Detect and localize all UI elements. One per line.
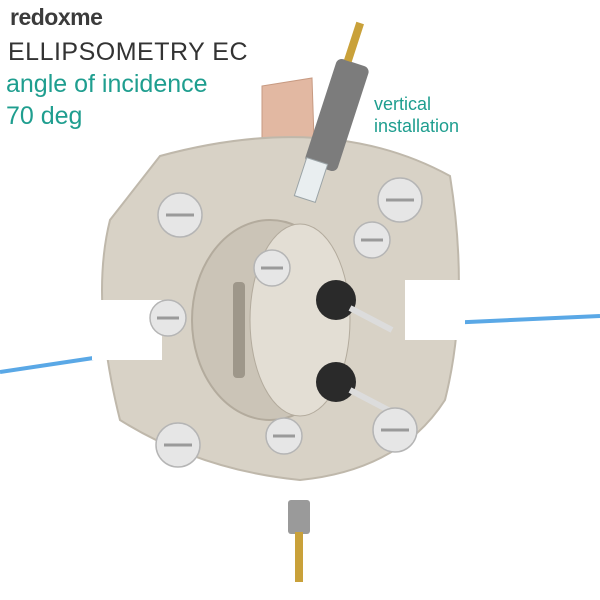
right-slot bbox=[405, 280, 465, 340]
annotation-line2: installation bbox=[374, 116, 460, 136]
knob-upper bbox=[316, 280, 356, 320]
angle-label: angle of incidence bbox=[6, 70, 208, 98]
sample-slit bbox=[233, 282, 245, 378]
tube-upper bbox=[348, 305, 394, 333]
glass-tube bbox=[293, 156, 329, 204]
reference-electrode-body bbox=[305, 58, 369, 172]
brand-logo: redoxme bbox=[10, 4, 103, 30]
page-title: ELLIPSOMETRY EC bbox=[8, 38, 248, 66]
annotation-line1: vertical bbox=[374, 94, 432, 114]
tube-lower bbox=[348, 387, 394, 415]
electrode-pin-top bbox=[344, 21, 364, 63]
bottom-connector bbox=[288, 500, 310, 534]
knob-lower bbox=[316, 362, 356, 402]
left-slot bbox=[92, 300, 162, 360]
bottom-pin bbox=[295, 532, 303, 582]
angle-value: 70 deg bbox=[6, 102, 83, 130]
